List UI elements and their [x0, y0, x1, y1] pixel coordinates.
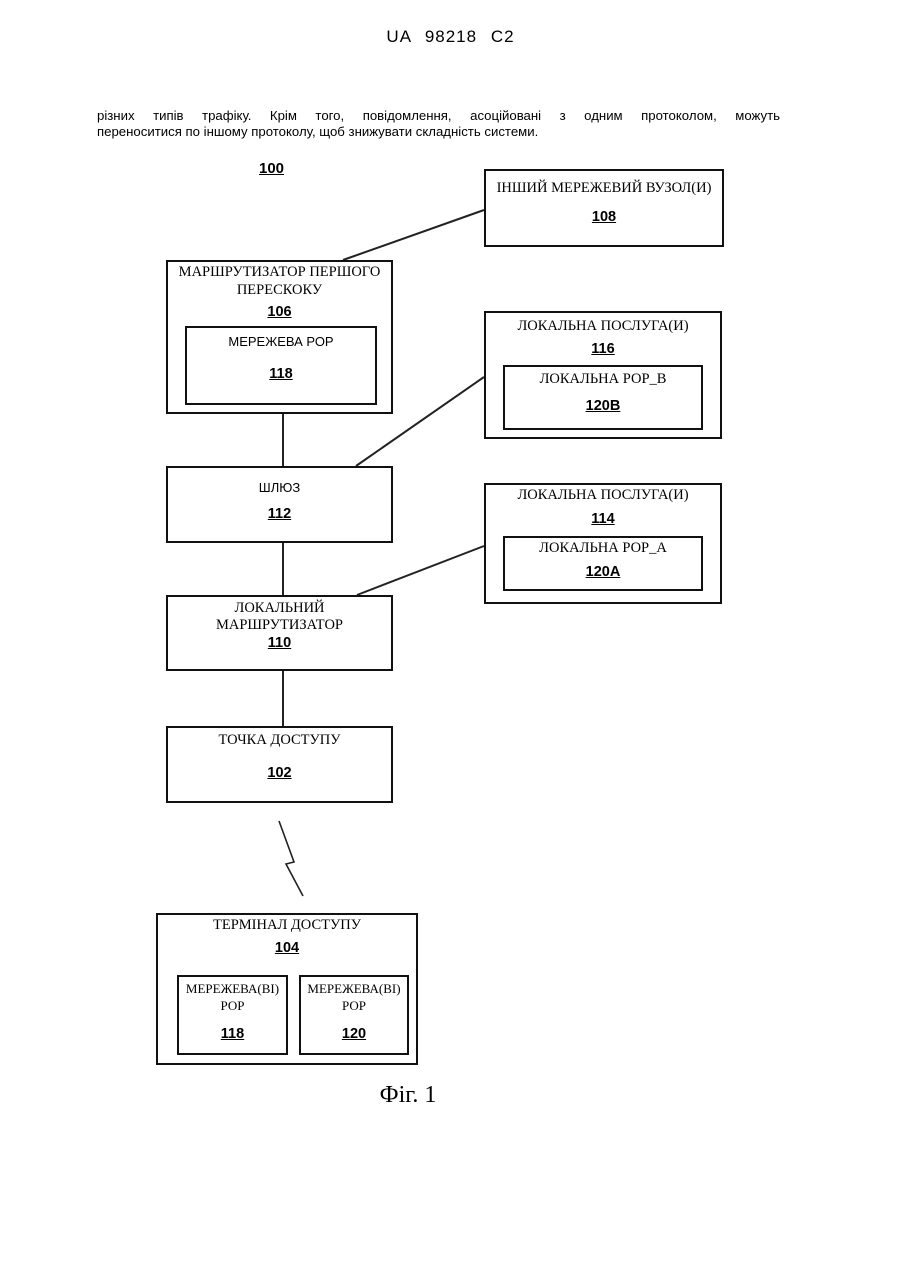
wireless-link-icon	[279, 821, 303, 896]
other-node-label: ІНШИЙ МЕРЕЖЕВИЙ ВУЗОЛ(И)	[486, 180, 722, 197]
local-pop-b-ref: 120В	[505, 398, 701, 414]
local-router-label-1: ЛОКАЛЬНИЙ	[168, 600, 391, 617]
first-hop-router-box: МАРШРУТИЗАТОР ПЕРШОГО ПЕРЕСКОКУ 106 МЕРЕ…	[166, 260, 393, 414]
gateway-box: ШЛЮЗ 112	[166, 466, 393, 543]
local-service-114-box: ЛОКАЛЬНА ПОСЛУГА(И) 114 ЛОКАЛЬНА РОР_А 1…	[484, 483, 722, 604]
link-local-router-to-service-114	[357, 546, 484, 595]
first-hop-router-label-2: ПЕРЕСКОКУ	[168, 282, 391, 299]
diagram-ref-100: 100	[259, 160, 284, 177]
local-pop-a-ref: 120А	[505, 564, 701, 580]
first-hop-router-ref: 106	[168, 304, 391, 320]
first-hop-router-label-1: МАРШРУТИЗАТОР ПЕРШОГО	[168, 264, 391, 281]
local-router-ref: 110	[168, 635, 391, 651]
local-pop-b-box: ЛОКАЛЬНА РОР_В 120В	[503, 365, 703, 430]
terminal-pop-left-label-2: РОР	[179, 997, 286, 1014]
access-point-box: ТОЧКА ДОСТУПУ 102	[166, 726, 393, 803]
terminal-pop-right-label-2: РОР	[301, 997, 407, 1014]
terminal-pop-left-label-1: МЕРЕЖЕВА(ВІ)	[179, 980, 286, 997]
network-pop-box: МЕРЕЖЕВА РОР 118	[185, 326, 377, 405]
access-terminal-ref: 104	[158, 940, 416, 956]
local-service-114-ref: 114	[486, 511, 720, 527]
local-pop-b-label: ЛОКАЛЬНА РОР_В	[505, 371, 701, 388]
gateway-label: ШЛЮЗ	[168, 480, 391, 495]
other-node-ref: 108	[486, 209, 722, 225]
access-point-label: ТОЧКА ДОСТУПУ	[168, 732, 391, 749]
access-point-ref: 102	[168, 765, 391, 781]
network-pop-ref: 118	[187, 366, 375, 382]
local-pop-a-box: ЛОКАЛЬНА РОР_А 120А	[503, 536, 703, 591]
access-terminal-label: ТЕРМІНАЛ ДОСТУПУ	[158, 917, 416, 934]
terminal-pop-right-ref: 120	[301, 1026, 407, 1042]
local-pop-a-label: ЛОКАЛЬНА РОР_А	[505, 540, 701, 557]
local-router-label-2: МАРШРУТИЗАТОР	[168, 617, 391, 634]
local-service-116-ref: 116	[486, 341, 720, 357]
terminal-pop-left-ref: 118	[179, 1026, 286, 1042]
local-router-box: ЛОКАЛЬНИЙ МАРШРУТИЗАТОР 110	[166, 595, 393, 671]
access-terminal-box: ТЕРМІНАЛ ДОСТУПУ 104 МЕРЕЖЕВА(ВІ) РОР 11…	[156, 913, 418, 1065]
terminal-pop-right-box: МЕРЕЖЕВА(ВІ) РОР 120	[299, 975, 409, 1055]
local-service-116-label: ЛОКАЛЬНА ПОСЛУГА(И)	[486, 318, 720, 335]
other-network-node-box: ІНШИЙ МЕРЕЖЕВИЙ ВУЗОЛ(И) 108	[484, 169, 724, 247]
network-pop-label: МЕРЕЖЕВА РОР	[187, 334, 375, 349]
link-router-to-other-node	[343, 210, 484, 260]
terminal-pop-left-box: МЕРЕЖЕВА(ВІ) РОР 118	[177, 975, 288, 1055]
local-service-114-label: ЛОКАЛЬНА ПОСЛУГА(И)	[486, 487, 720, 504]
local-service-116-box: ЛОКАЛЬНА ПОСЛУГА(И) 116 ЛОКАЛЬНА РОР_В 1…	[484, 311, 722, 439]
terminal-pop-right-label-1: МЕРЕЖЕВА(ВІ)	[301, 980, 407, 997]
gateway-ref: 112	[168, 506, 391, 522]
figure-caption: Фіг. 1	[0, 1082, 816, 1109]
